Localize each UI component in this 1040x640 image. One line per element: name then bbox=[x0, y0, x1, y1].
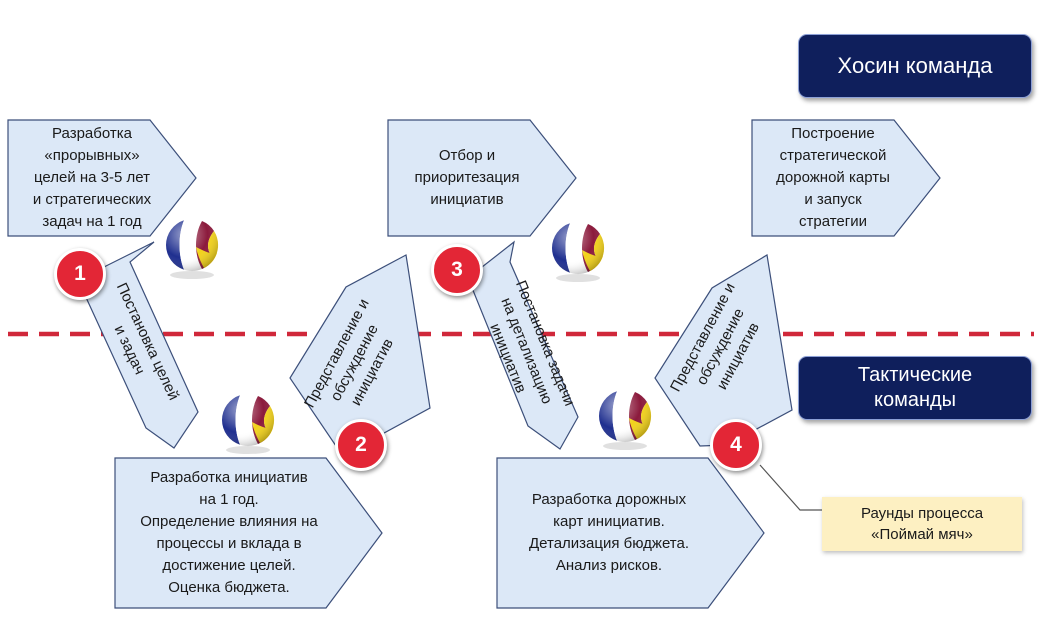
hoshin-team-label: Хосин команда bbox=[837, 53, 993, 78]
step-top-1-shape bbox=[7, 119, 197, 237]
ball-icon bbox=[552, 222, 605, 282]
step-top-3-shape bbox=[751, 119, 941, 237]
step-top-2-shape bbox=[387, 119, 577, 237]
round-badge-2: 2 bbox=[335, 419, 387, 471]
ball-icon bbox=[599, 390, 652, 450]
round-badge-3: 3 bbox=[431, 244, 483, 296]
legend-connector-line bbox=[759, 464, 830, 511]
step-top-1-label: Разработка «прорывных» целей на 3-5 лет … bbox=[32, 125, 152, 230]
step-bottom-2-label: Разработка дорожных карт инициатив. Дета… bbox=[528, 491, 689, 574]
step-top-2-label: Отбор и приоритезация инициатив bbox=[414, 147, 520, 208]
hoshin-team-box: Хосин команда bbox=[798, 34, 1032, 98]
tactical-teams-label: Тактические команды bbox=[857, 364, 973, 411]
step-top-3-label: Построение стратегической дорожной карты… bbox=[776, 125, 890, 230]
ball-icon bbox=[166, 219, 219, 279]
step-bottom-1-shape bbox=[114, 457, 383, 609]
tactical-teams-box: Тактические команды bbox=[798, 356, 1032, 420]
step-diag-4-shape bbox=[654, 254, 793, 447]
step-bottom-2-shape bbox=[496, 457, 765, 609]
legend-label: Раунды процесса «Поймай мяч» bbox=[860, 505, 984, 543]
ball-icon bbox=[222, 394, 275, 454]
step-bottom-1-label: Разработка инициатив на 1 год. Определен… bbox=[140, 469, 318, 596]
legend-catchball-rounds: Раунды процесса «Поймай мяч» bbox=[822, 497, 1022, 551]
round-badge-1: 1 bbox=[54, 248, 106, 300]
round-badge-4: 4 bbox=[710, 419, 762, 471]
